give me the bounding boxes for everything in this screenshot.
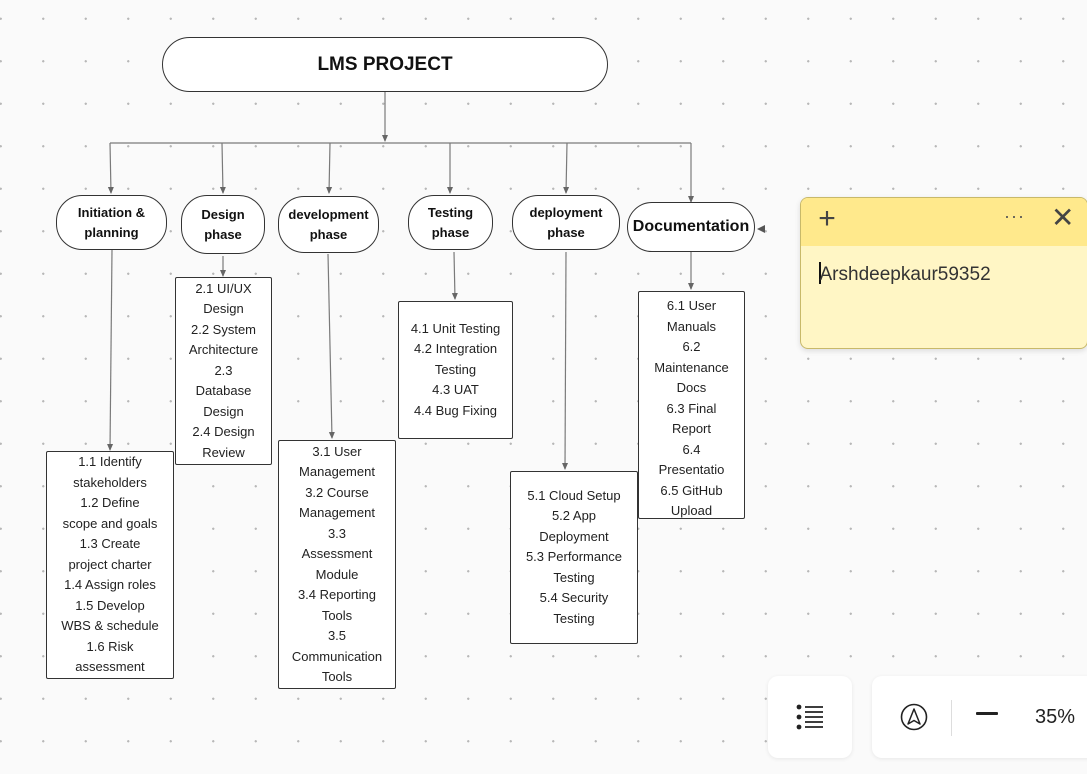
connector-phase-1: [107, 142, 114, 194]
list-icon: [796, 704, 823, 730]
tasks-box-design[interactable]: 2.1 UI/UX Design 2.2 System Architecture…: [175, 277, 272, 465]
connector-tasks-3: [327, 253, 335, 439]
navigation-icon[interactable]: [899, 702, 929, 732]
phase-node-design[interactable]: Design phase: [181, 195, 265, 254]
connector-phase-3: [326, 142, 333, 194]
tasks-text: 2.1 UI/UX Design 2.2 System Architecture…: [188, 280, 259, 460]
root-node[interactable]: LMS PROJECT: [162, 37, 608, 92]
controls-divider: [951, 700, 952, 736]
tasks-box-initiation[interactable]: 1.1 Identify stakeholders 1.2 Define sco…: [46, 451, 174, 679]
sticky-note-text: Arshdeepkaur59352: [819, 264, 991, 285]
connector-tasks-4: [451, 251, 458, 300]
tasks-text: 6.1 User Manuals 6.2 Maintenance Docs 6.…: [654, 298, 729, 518]
text-caret: [819, 262, 821, 284]
tasks-box-deployment[interactable]: 5.1 Cloud Setup 5.2 App Deployment 5.3 P…: [510, 471, 638, 644]
minus-icon[interactable]: [976, 712, 998, 715]
phase-node-development[interactable]: development phase: [278, 196, 379, 253]
more-icon[interactable]: ···: [1004, 206, 1025, 226]
connector-phase-5: [563, 142, 570, 194]
connector-phase-2: [219, 142, 226, 194]
root-label: LMS PROJECT: [317, 53, 453, 75]
phase-label: development phase: [288, 206, 369, 242]
connector-tasks-5: [562, 251, 569, 470]
phase-label: Testing phase: [427, 204, 474, 240]
sticky-note-text-area[interactable]: Arshdeepkaur59352: [819, 262, 1077, 286]
tasks-text: 1.1 Identify stakeholders 1.2 Define sco…: [61, 454, 159, 675]
tasks-box-development[interactable]: 3.1 User Management 3.2 Course Managemen…: [278, 440, 396, 689]
tasks-text: 5.1 Cloud Setup 5.2 App Deployment 5.3 P…: [525, 487, 623, 626]
plus-icon[interactable]: +: [818, 202, 836, 235]
phase-label: Initiation & planning: [77, 204, 146, 240]
phase-label: deployment phase: [529, 204, 603, 240]
tasks-text: 4.1 Unit Testing 4.2 Integration Testing…: [410, 320, 501, 418]
phase-node-testing[interactable]: Testing phase: [408, 195, 493, 250]
connector-tasks-1: [107, 249, 114, 451]
phase-node-initiation[interactable]: Initiation & planning: [56, 195, 167, 250]
sticky-note-header: + ··· ✕: [801, 198, 1087, 246]
phase-label: Documentation: [632, 218, 750, 235]
zoom-level[interactable]: 35%: [1035, 706, 1076, 728]
phase-node-deployment[interactable]: deployment phase: [512, 195, 620, 250]
tasks-box-testing[interactable]: 4.1 Unit Testing 4.2 Integration Testing…: [398, 301, 513, 439]
sticky-attach-arrow: [757, 225, 765, 233]
close-icon[interactable]: ✕: [1051, 202, 1075, 233]
sticky-note[interactable]: + ··· ✕ Arshdeepkaur59352: [800, 197, 1087, 349]
tasks-text: 3.1 User Management 3.2 Course Managemen…: [291, 443, 383, 685]
phase-node-documentation[interactable]: Documentation: [627, 202, 755, 252]
zoom-controls: 35%: [872, 676, 1087, 758]
outline-button[interactable]: [768, 676, 852, 758]
tasks-box-documentation[interactable]: 6.1 User Manuals 6.2 Maintenance Docs 6.…: [638, 291, 745, 519]
phase-label: Design phase: [201, 206, 245, 242]
